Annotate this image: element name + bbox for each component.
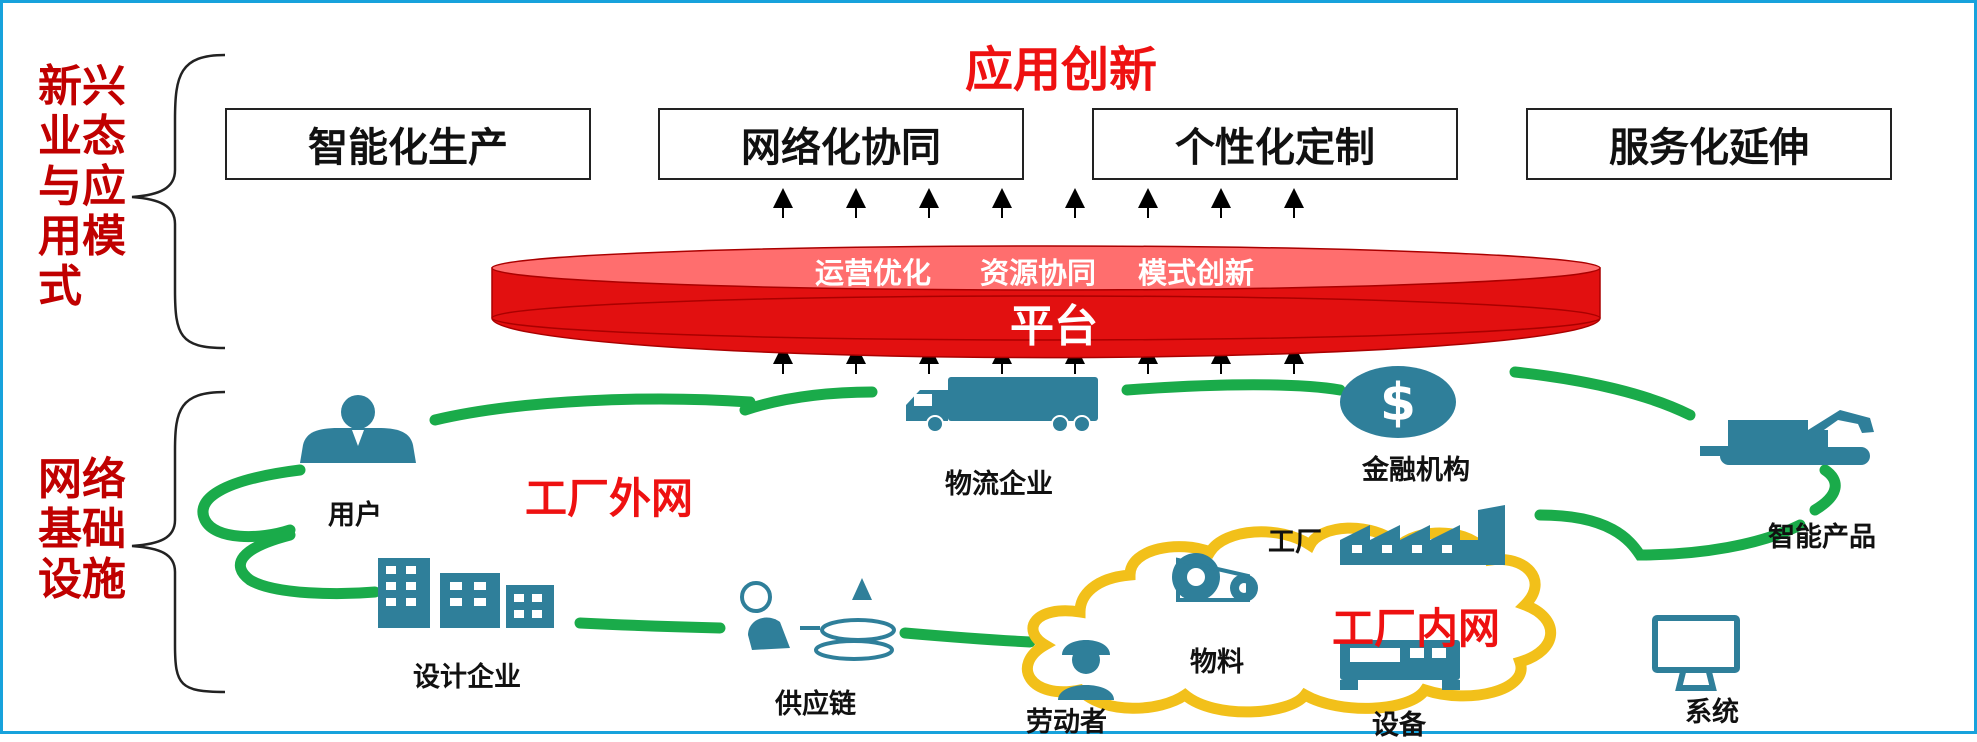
side-line: 业态: [38, 111, 126, 162]
node-user-label: 用户: [328, 500, 382, 531]
platform-function-mode: 模式创新: [1138, 256, 1255, 290]
node-finance-label: 金融机构: [1362, 455, 1470, 486]
person-icon: [300, 395, 416, 463]
node-smart-product-label: 智能产品: [1768, 522, 1876, 553]
side-line: 用模: [38, 211, 126, 262]
node-supply-chain-label: 供应链: [775, 689, 856, 720]
internal-network-label: 工厂内网: [1332, 604, 1501, 653]
dollar-coin-icon: $: [1340, 366, 1456, 438]
network-infrastructure-label: 网络 基础 设施: [38, 455, 138, 605]
side-line: 基础: [38, 504, 126, 555]
side-line: 网络: [38, 454, 126, 505]
app-box-personalized-customization: 个性化定制: [1092, 108, 1458, 180]
side-line: 式: [38, 261, 82, 312]
node-factory-label: 工厂: [1268, 527, 1322, 558]
app-box-intelligent-production: 智能化生产: [225, 108, 591, 180]
office-building-icon: [378, 558, 554, 628]
app-box-service-extension: 服务化延伸: [1526, 108, 1892, 180]
node-material-label: 物料: [1190, 647, 1244, 678]
side-line: 设施: [38, 554, 126, 605]
factory-icon: [1340, 505, 1505, 565]
external-network-ring: [197, 366, 1841, 648]
side-line: 新兴: [38, 61, 126, 112]
gear-belt-icon: [1172, 553, 1258, 602]
side-line: 与应: [38, 161, 126, 212]
emerging-models-label: 新兴 业态 与应 用模 式: [38, 62, 138, 312]
node-design-label: 设计企业: [413, 662, 521, 693]
application-innovation-title: 应用创新: [965, 42, 1158, 98]
machine-icon: [1340, 640, 1460, 690]
platform-disc: [491, 245, 1601, 359]
supply-parts-icon: [740, 578, 896, 661]
platform-name: 平台: [1010, 301, 1098, 352]
platform-function-resource: 资源协同: [980, 256, 1097, 290]
external-network-label: 工厂外网: [525, 474, 694, 523]
node-logistics-label: 物流企业: [945, 469, 1053, 500]
svg-text:$: $: [1380, 373, 1416, 433]
top-brace: [131, 53, 226, 350]
app-box-networked-collaboration: 网络化协同: [658, 108, 1024, 180]
node-worker-label: 劳动者: [1026, 707, 1107, 738]
worker-icon: [1058, 640, 1114, 700]
monitor-icon: [1652, 615, 1740, 691]
node-system-label: 系统: [1685, 697, 1739, 728]
node-equipment-label: 设备: [1372, 710, 1426, 741]
upper-arrows: [773, 188, 1304, 218]
excavator-robot-icon: [1700, 410, 1874, 465]
truck-icon: [906, 377, 1098, 433]
platform-function-operation: 运营优化: [815, 256, 932, 290]
bottom-brace: [131, 390, 226, 694]
